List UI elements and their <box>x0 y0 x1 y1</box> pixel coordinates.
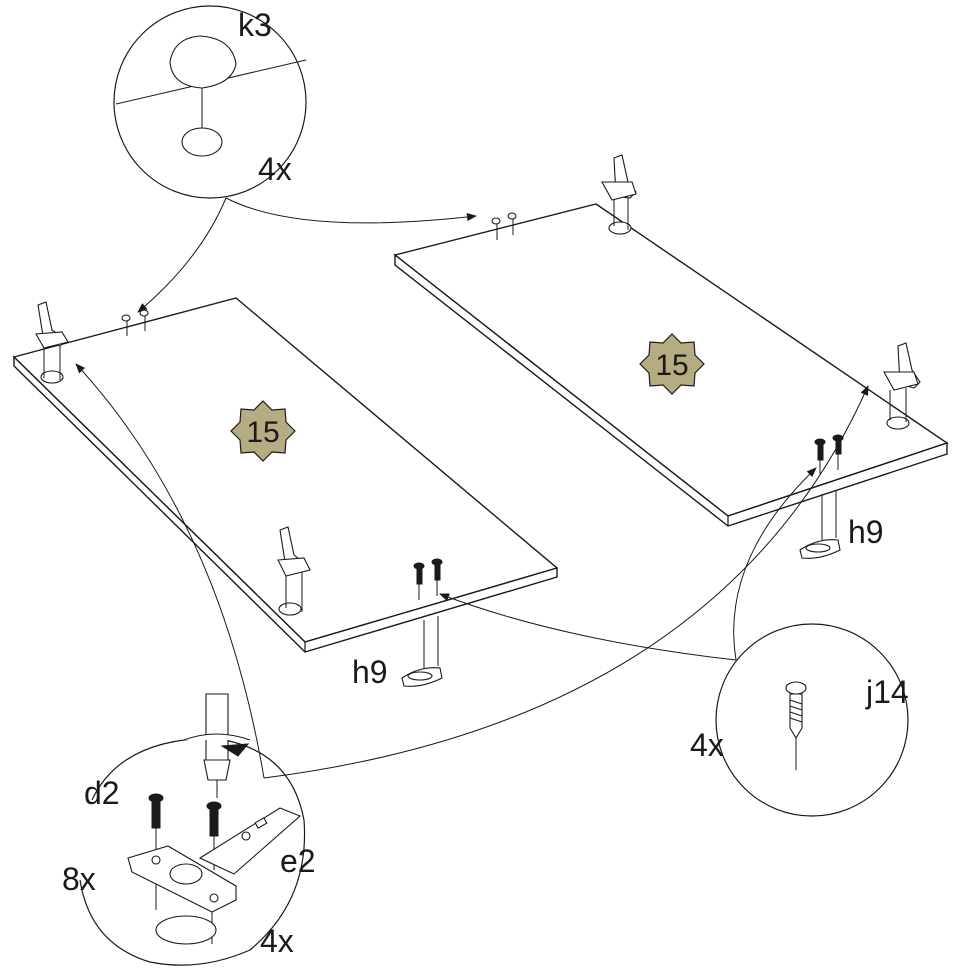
badge-15: 15 <box>639 333 705 395</box>
hinge-icon <box>277 526 311 612</box>
screw-icon <box>148 793 222 910</box>
screw-icon <box>785 681 807 770</box>
k3-callout: k3 4x <box>113 5 307 199</box>
left-panel: 15 h9 <box>12 297 559 690</box>
cup-hinge-icon <box>127 807 302 944</box>
callout-screw-qty: 8x <box>62 861 96 897</box>
screwdriver-icon <box>183 693 251 798</box>
j14-callout: j14 4x <box>690 623 909 817</box>
callout-hinge-qty: 4x <box>260 923 294 959</box>
foot-label: h9 <box>352 654 388 690</box>
hinge-icon <box>35 301 69 380</box>
callout-qty-label: 4x <box>258 151 292 187</box>
hinge-icon <box>601 154 637 230</box>
callout-hinge-label: e2 <box>280 843 316 879</box>
foot-label: h9 <box>848 514 884 550</box>
callout-screw-label: d2 <box>84 775 120 811</box>
callout-part-label: j14 <box>865 674 909 710</box>
badge-15: 15 <box>230 400 296 462</box>
badge-label: 15 <box>246 416 279 449</box>
callout-part-label: k3 <box>238 7 272 43</box>
hinge-callout: d2 8x e2 4x <box>62 693 316 966</box>
hinge-icon <box>883 342 921 422</box>
screw-icon <box>814 434 844 474</box>
leveling-foot-icon <box>799 490 841 559</box>
badge-label: 15 <box>655 349 688 382</box>
callout-qty-label: 4x <box>690 727 724 763</box>
leveling-foot-icon <box>401 616 443 687</box>
screw-icon <box>413 558 443 600</box>
right-panel: 15 h9 <box>393 154 949 559</box>
pin-icon <box>491 212 517 240</box>
